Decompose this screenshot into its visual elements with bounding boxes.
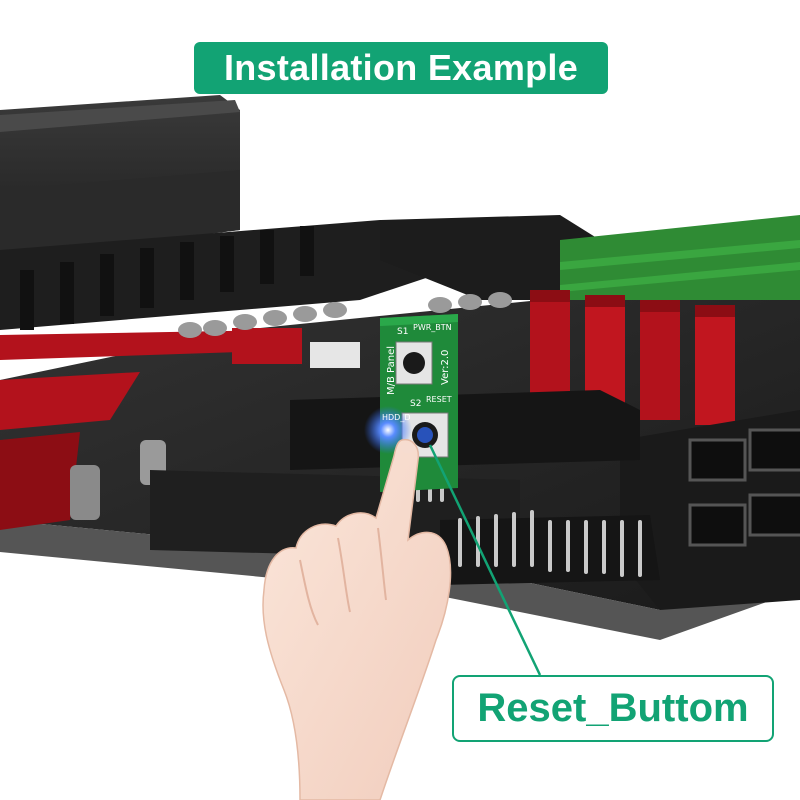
heatsink	[0, 95, 600, 330]
pcie-slots	[0, 328, 302, 530]
panel-led-label: HDD_D	[382, 413, 411, 422]
sata-ports	[620, 410, 800, 610]
panel-switch2-label: S2	[410, 399, 421, 409]
capacitors	[70, 292, 512, 520]
callout-leader-line	[428, 444, 542, 676]
panel-switch1-function: PWR_BTN	[413, 323, 452, 332]
hand-icon	[262, 438, 452, 800]
panel-switch1-label: S1	[397, 327, 408, 337]
ram-slots	[530, 215, 800, 425]
chipset-label	[310, 342, 360, 368]
panel-version: Ver:2.0	[440, 350, 451, 385]
page-title: Installation Example	[194, 42, 608, 94]
reset-button-callout: Reset_Buttom	[452, 675, 774, 742]
panel-name: M/B Panel	[386, 346, 397, 395]
panel-switch2-function: RESET	[426, 395, 452, 404]
